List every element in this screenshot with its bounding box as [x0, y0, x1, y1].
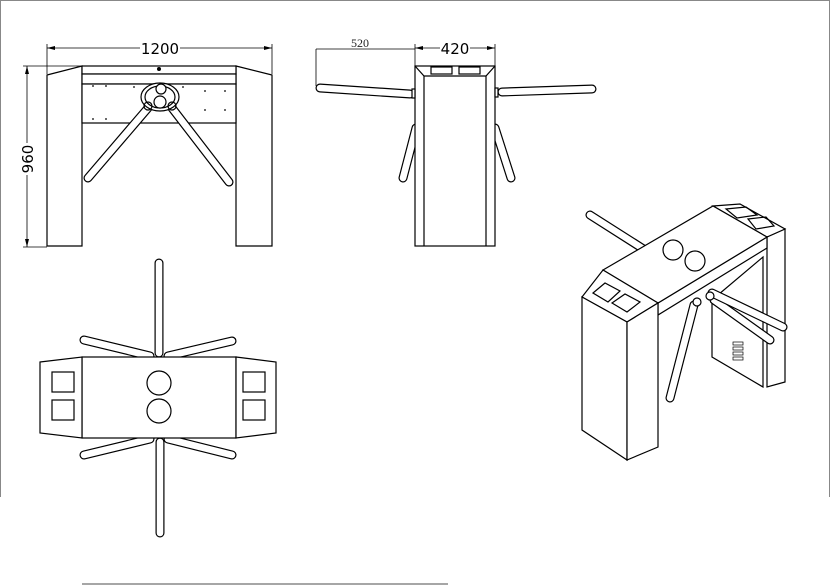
side-view: 520 420 — [315, 36, 597, 247]
rotor-hub — [140, 82, 180, 112]
depth-label: 420 — [441, 40, 470, 58]
top-diagonal-arms — [79, 335, 237, 460]
right-cabinet — [235, 65, 273, 247]
dimension-height: 960 — [19, 65, 82, 248]
front-arms — [83, 103, 234, 187]
width-label: 1200 — [141, 40, 179, 58]
isometric-view — [581, 203, 788, 462]
dimension-arm-reach: 520 — [315, 36, 415, 86]
right-top-cap — [235, 356, 277, 439]
top-beam — [81, 356, 237, 439]
top-vertical-arms — [154, 258, 165, 538]
arm-reach-label: 520 — [351, 36, 369, 50]
side-cabinet — [414, 65, 496, 247]
top-view — [39, 258, 277, 538]
dimension-width: 1200 — [46, 40, 273, 74]
left-cabinet — [46, 65, 83, 247]
side-lower-arms — [398, 123, 516, 183]
left-top-cap — [39, 356, 83, 439]
front-view: 1200 960 — [19, 40, 273, 248]
dimension-depth: 420 — [414, 40, 496, 66]
card-reader-circle — [146, 398, 172, 424]
iso-right-column — [766, 228, 786, 388]
side-horizontal-arms — [315, 83, 597, 99]
iso-left-column — [581, 295, 628, 462]
card-reader-circle — [146, 370, 172, 396]
height-label: 960 — [19, 145, 37, 174]
